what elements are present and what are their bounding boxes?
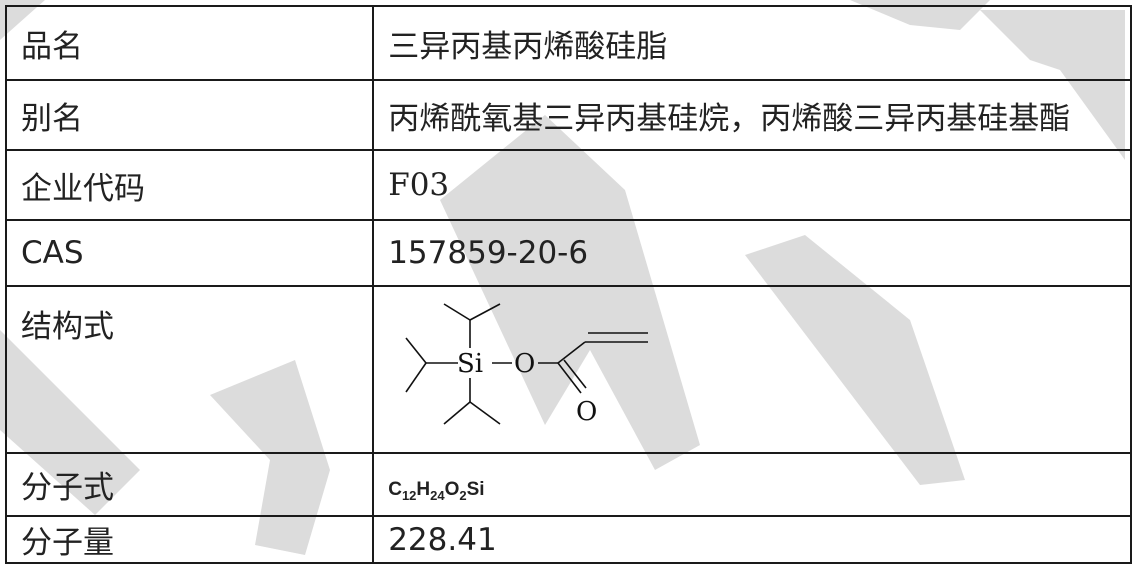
label-product-name: 品名 [4,5,375,81]
structural-formula: Si O O [405,302,649,427]
table-row: 结构式 [4,285,1132,454]
table-row: 品名 三异丙基丙烯酸硅脂 [4,5,1132,81]
value-cas: 157859-20-6 [372,219,1132,287]
spec-table: 品名 三异丙基丙烯酸硅脂 别名 丙烯酰氧基三异丙基硅烷，丙烯酸三异丙基硅基酯 企… [4,5,1132,564]
label-alias: 别名 [4,79,375,151]
table-row: 分子式 C12H24O2Si [4,452,1132,517]
label-molecular-formula: 分子式 [4,452,375,517]
label-molecular-weight: 分子量 [4,515,375,564]
value-molecular-formula: C12H24O2Si [372,452,1132,517]
value-alias: 丙烯酰氧基三异丙基硅烷，丙烯酸三异丙基硅基酯 [372,79,1132,151]
label-company-code: 企业代码 [4,149,375,221]
value-molecular-weight: 228.41 [372,515,1132,564]
atom-oxygen-ether: O [514,349,535,379]
table-row: 企业代码 F03 [4,149,1132,221]
value-product-name: 三异丙基丙烯酸硅脂 [372,5,1132,81]
atom-silicon: Si [457,349,483,379]
table-row: CAS 157859-20-6 [4,219,1132,287]
molecular-formula: C12H24O2Si [388,478,485,503]
atom-oxygen-carbonyl: O [576,397,597,427]
value-company-code: F03 [372,149,1132,221]
label-structure: 结构式 [4,285,375,454]
label-cas: CAS [4,219,375,287]
table-row: 别名 丙烯酰氧基三异丙基硅烷，丙烯酸三异丙基硅基酯 [4,79,1132,151]
table-row: 分子量 228.41 [4,515,1132,564]
value-structure: Si O O [372,285,1132,454]
